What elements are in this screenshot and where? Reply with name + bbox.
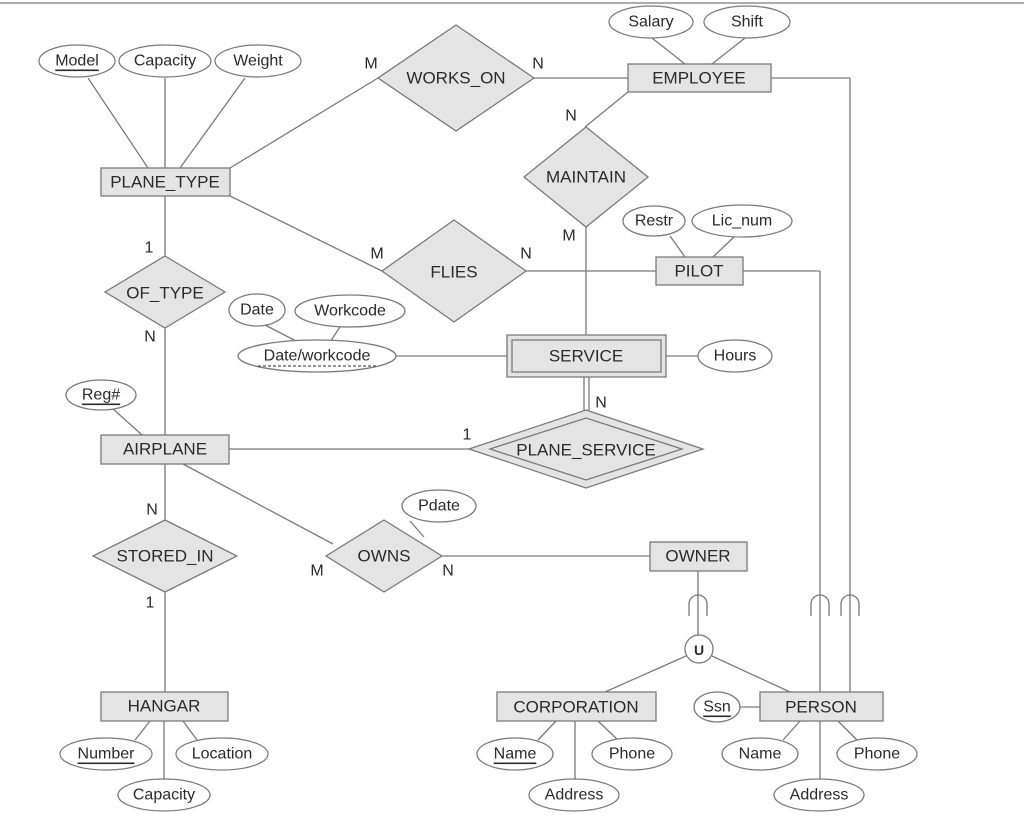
attribute-model: Model	[38, 44, 116, 78]
attribute-reg: Reg#	[65, 379, 137, 411]
attribute-hangar-capacity: Capacity	[117, 778, 211, 812]
attribute-location: Location	[175, 737, 269, 771]
attribute-hours-label: Hours	[714, 348, 757, 365]
entity-plane-type: PLANE_TYPE	[100, 167, 231, 197]
card-owns-owner: N	[442, 563, 454, 580]
card-works-on-plane-type: M	[364, 56, 377, 73]
attribute-lic-num-label: Lic_num	[712, 213, 772, 230]
attribute-date-workcode-partial-key: Date/workcode	[237, 339, 397, 373]
card-plane-service-service: N	[595, 395, 607, 412]
union-symbol: U	[694, 642, 704, 658]
attribute-date-label: Date	[240, 302, 274, 319]
entity-owner-label: OWNER	[665, 547, 730, 566]
attribute-number-label: Number	[78, 746, 136, 763]
card-maintain-employee: N	[565, 108, 577, 125]
attribute-corporation-phone-label: Phone	[609, 746, 655, 763]
attribute-salary: Salary	[608, 5, 694, 39]
attribute-location-label: Location	[192, 746, 253, 763]
card-of-type-plane-type: 1	[145, 240, 154, 257]
entity-corporation-label: CORPORATION	[513, 698, 638, 717]
union-circle: U	[684, 634, 714, 664]
entity-pilot: PILOT	[655, 256, 744, 286]
attribute-hours: Hours	[697, 339, 773, 373]
card-of-type-airplane: N	[144, 329, 156, 346]
entity-hangar-label: HANGAR	[128, 697, 201, 716]
attribute-restr-label: Restr	[635, 213, 674, 230]
attribute-shift-label: Shift	[731, 14, 764, 31]
entity-employee: EMPLOYEE	[627, 63, 772, 93]
relationship-maintain-label: MAINTAIN	[546, 168, 626, 187]
attribute-workcode-label: Workcode	[314, 303, 386, 320]
card-stored-in-hangar: 1	[146, 595, 155, 612]
relationship-flies-label: FLIES	[430, 263, 477, 282]
relationship-owns: OWNS	[324, 519, 444, 593]
entity-person-label: PERSON	[785, 698, 857, 717]
attribute-capacity: Capacity	[118, 44, 212, 78]
attribute-lic-num: Lic_num	[691, 204, 793, 238]
attribute-corporation-address: Address	[528, 778, 620, 812]
attribute-person-address: Address	[773, 778, 865, 812]
card-flies-plane-type: M	[370, 246, 383, 263]
attribute-weight-label: Weight	[233, 53, 283, 70]
attribute-person-phone-label: Phone	[854, 746, 900, 763]
attribute-workcode: Workcode	[294, 294, 406, 328]
entity-corporation: CORPORATION	[496, 691, 657, 722]
attribute-hangar-capacity-label: Capacity	[133, 787, 195, 804]
entity-owner: OWNER	[649, 541, 748, 572]
entity-airplane-label: AIRPLANE	[123, 440, 207, 459]
attribute-pdate-label: Pdate	[418, 498, 460, 515]
card-works-on-employee: N	[532, 56, 544, 73]
attribute-model-label: Model	[55, 53, 99, 70]
entity-person: PERSON	[759, 691, 884, 722]
relationship-of-type-label: OF_TYPE	[126, 284, 203, 303]
relationship-of-type: OF_TYPE	[103, 255, 227, 329]
relationship-flies: FLIES	[380, 219, 528, 323]
attribute-restr: Restr	[622, 205, 686, 237]
attribute-weight: Weight	[214, 44, 302, 78]
card-flies-pilot: N	[520, 246, 532, 263]
attribute-number: Number	[59, 737, 153, 771]
attribute-date: Date	[228, 293, 286, 327]
relationship-works-on: WORKS_ON	[376, 24, 536, 132]
relationship-plane-service-label: PLANE_SERVICE	[516, 441, 656, 460]
attribute-salary-label: Salary	[628, 14, 673, 31]
attribute-corporation-address-label: Address	[545, 787, 604, 804]
card-maintain-service: M	[562, 228, 575, 245]
attribute-corporation-name: Name	[476, 737, 554, 771]
attribute-capacity-label: Capacity	[134, 53, 196, 70]
attribute-person-name: Name	[721, 737, 799, 771]
card-plane-service-airplane: 1	[463, 427, 472, 444]
attribute-date-workcode-label: Date/workcode	[264, 348, 371, 365]
attribute-ssn-label: Ssn	[703, 699, 731, 716]
relationship-plane-service-identifying: PLANE_SERVICE	[466, 409, 706, 489]
connectors	[87, 37, 860, 780]
attribute-person-address-label: Address	[790, 787, 849, 804]
relationship-stored-in-label: STORED_IN	[117, 547, 214, 566]
relationship-maintain: MAINTAIN	[522, 126, 650, 228]
attribute-ssn: Ssn	[693, 691, 741, 723]
entity-pilot-label: PILOT	[674, 262, 723, 281]
entity-hangar: HANGAR	[100, 691, 229, 722]
relationship-works-on-label: WORKS_ON	[406, 69, 505, 88]
attribute-pdate: Pdate	[401, 489, 477, 523]
attribute-corporation-phone: Phone	[591, 737, 673, 771]
cardinality-labels: M N N M M N 1 N 1 N N 1 M N	[144, 56, 607, 612]
entity-plane-type-label: PLANE_TYPE	[110, 173, 220, 192]
attribute-reg-label: Reg#	[82, 387, 120, 404]
attribute-shift: Shift	[703, 5, 791, 39]
attribute-person-name-label: Name	[739, 746, 782, 763]
entity-employee-label: EMPLOYEE	[652, 69, 746, 88]
relationship-owns-label: OWNS	[358, 547, 411, 566]
entity-service-weak: SERVICE	[506, 334, 667, 378]
attribute-corporation-name-label: Name	[494, 746, 537, 763]
card-owns-airplane: M	[310, 563, 323, 580]
card-stored-in-airplane: N	[146, 502, 158, 519]
entity-airplane: AIRPLANE	[100, 434, 230, 465]
entity-service-label: SERVICE	[549, 347, 623, 366]
attribute-person-phone: Phone	[836, 737, 918, 771]
relationship-stored-in: STORED_IN	[91, 519, 239, 593]
